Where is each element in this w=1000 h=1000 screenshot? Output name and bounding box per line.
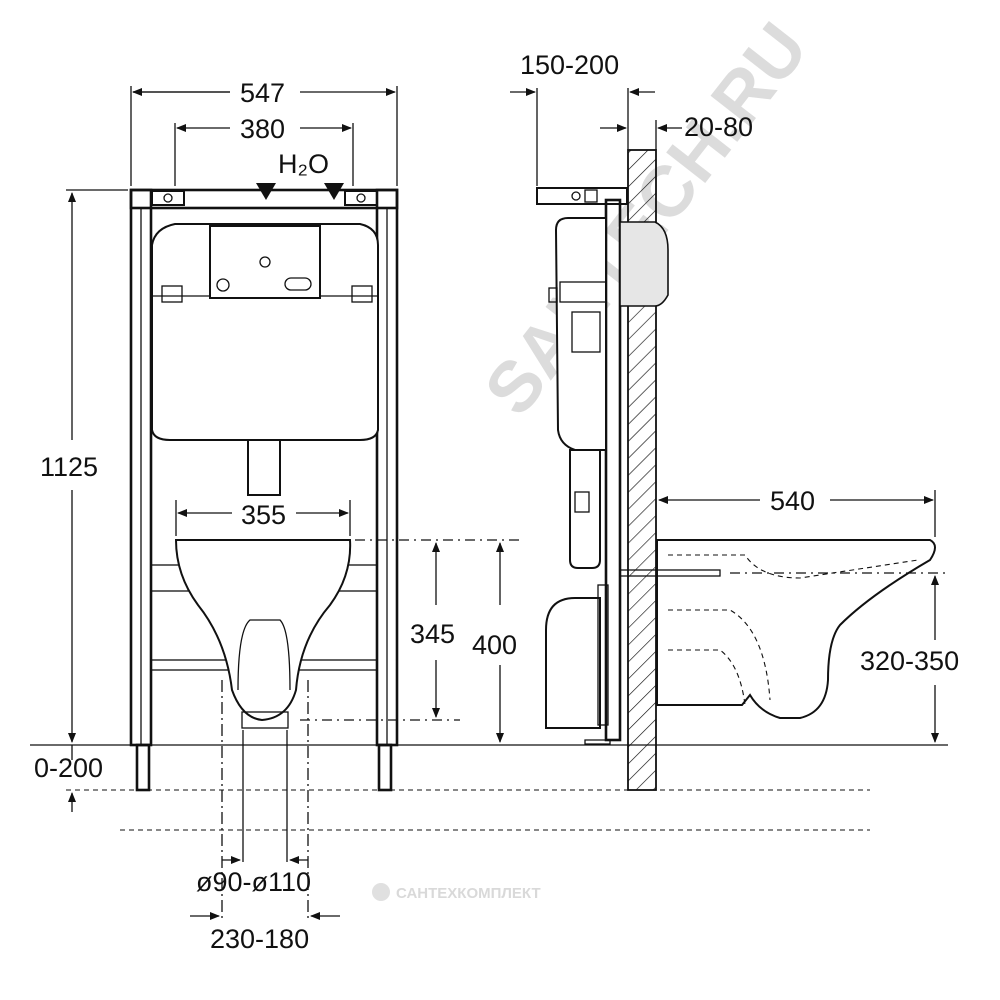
water-marker-right [324, 183, 344, 200]
side-top-bracket [536, 187, 628, 205]
flush-plate-mount [209, 225, 321, 299]
side-cistern [554, 217, 607, 451]
dim-bowl-height: 345 [410, 619, 455, 649]
side-flush-plate [619, 221, 669, 307]
dim-adjust-range: 0-200 [34, 753, 103, 783]
dim-wall-offset: 150-200 [520, 50, 619, 80]
dim-height-total: 1125 [40, 452, 98, 482]
dim-pipe-diameter: ø90-ø110 [196, 867, 311, 897]
bracket-left [151, 190, 185, 206]
dim-wall-thickness: 20-80 [684, 112, 753, 142]
flush-pipe [247, 439, 281, 496]
side-flush-pipe [569, 449, 601, 569]
leg-right [377, 743, 393, 792]
side-frame-upright [604, 198, 622, 742]
side-bowl [656, 539, 936, 719]
dim-bowl-width: 355 [241, 500, 286, 530]
dim-bowl-depth: 540 [770, 486, 815, 516]
watermark-brand-logo: САНТЕХКОМПЛЕКТ [372, 883, 541, 902]
watermark-brand: САНТЕХКОМПЛЕКТ [396, 885, 541, 902]
dim-width-fixing: 380 [240, 114, 285, 144]
dim-seat-height: 320-350 [860, 646, 959, 676]
front-view: H₂O 547 380 1125 0-200 355 [30, 78, 948, 954]
cistern-inlet [216, 278, 230, 292]
dim-width-total: 547 [240, 78, 285, 108]
water-marker-left [256, 183, 276, 200]
side-drain-elbow [545, 597, 601, 729]
dim-pipe-spacing: 230-180 [210, 924, 309, 954]
bowl-bolt [619, 569, 721, 577]
cistern-body [151, 223, 379, 441]
water-label: H₂O [278, 149, 329, 179]
leg-left [135, 743, 151, 792]
dim-outlet-height: 400 [472, 630, 517, 660]
bowl-front [174, 539, 352, 722]
bracket-right [344, 190, 378, 206]
side-view: 150-200 20-80 540 320-350 [510, 50, 959, 791]
